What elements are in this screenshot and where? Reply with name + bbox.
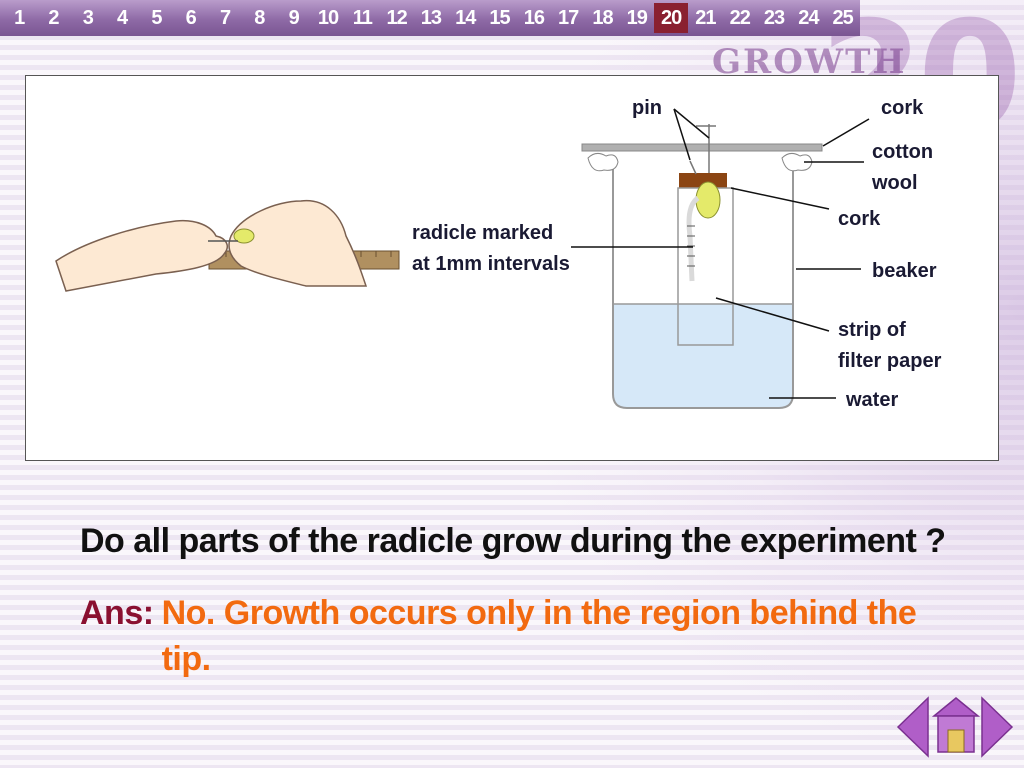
slide-link-11[interactable]: 11 [352, 7, 373, 29]
next-arrow-icon[interactable] [981, 696, 1014, 758]
slide-link-5[interactable]: 5 [151, 7, 162, 29]
seed-small [233, 228, 255, 244]
cotton-left [587, 152, 619, 172]
beaker-outline [612, 161, 794, 409]
slide-link-12[interactable]: 12 [386, 7, 407, 29]
slide-link-24[interactable]: 24 [798, 7, 819, 29]
slide-link-18[interactable]: 18 [592, 7, 613, 29]
slide-link-3[interactable]: 3 [82, 7, 94, 29]
label-cork-mid: cork [838, 208, 881, 230]
water [613, 304, 793, 408]
slide-link-13[interactable]: 13 [420, 7, 442, 29]
bean-seed [695, 181, 721, 219]
answer-text: No. Growth occurs only in the region beh… [161, 594, 917, 678]
slide-link-7[interactable]: 7 [219, 7, 231, 29]
cork-lid [581, 143, 823, 152]
leader-lines [571, 108, 870, 399]
cork-block [679, 173, 727, 188]
label-beaker: beaker [872, 260, 937, 282]
label-cotton: cotton [872, 141, 933, 163]
slide-link-23[interactable]: 23 [763, 7, 785, 29]
slide-link-21[interactable]: 21 [695, 7, 716, 29]
slide-navigation [896, 694, 1014, 760]
slide-link-25[interactable]: 25 [832, 7, 854, 29]
label-pin: pin [632, 97, 662, 119]
hands-illustration [55, 200, 400, 292]
slide-link-1[interactable]: 1 [14, 7, 25, 29]
answer-prefix: Ans: [80, 594, 154, 632]
question-text: Do all parts of the radicle grow during … [80, 522, 946, 560]
label-radicle-2: at 1mm intervals [412, 253, 570, 275]
slide-link-8[interactable]: 8 [254, 7, 265, 29]
label-strip-1: strip of [838, 319, 906, 341]
slide-link-19[interactable]: 19 [626, 7, 648, 29]
home-icon[interactable] [931, 697, 981, 753]
label-radicle-1: radicle marked [412, 222, 553, 244]
beaker-setup [581, 124, 823, 409]
slide-link-14[interactable]: 14 [455, 7, 476, 29]
slide-link-4[interactable]: 4 [117, 7, 128, 29]
slide-link-15[interactable]: 15 [489, 7, 510, 29]
label-cork-top: cork [881, 97, 924, 119]
right-hand [228, 200, 368, 287]
slide-link-10[interactable]: 10 [317, 7, 339, 29]
radicle [686, 195, 700, 282]
answer-block: Ans: No. Growth occurs only in the regio… [80, 590, 950, 682]
label-strip-2: filter paper [838, 350, 942, 372]
slide-link-9[interactable]: 9 [288, 7, 300, 29]
slide-link-2[interactable]: 2 [48, 7, 59, 29]
left-hand [55, 219, 228, 292]
diagram-panel: pin cork cotton wool cork radicle marked… [25, 75, 999, 461]
label-wool: wool [871, 172, 918, 194]
slide-link-6[interactable]: 6 [185, 7, 197, 29]
slide-link-22[interactable]: 22 [729, 7, 751, 29]
prev-arrow-icon[interactable] [896, 696, 929, 758]
slide-link-16[interactable]: 16 [523, 7, 545, 29]
experiment-diagram: pin cork cotton wool cork radicle marked… [55, 97, 942, 411]
slide-link-17[interactable]: 17 [558, 7, 579, 29]
slide-link-20[interactable]: 20 [653, 3, 689, 33]
label-water: water [845, 389, 898, 411]
